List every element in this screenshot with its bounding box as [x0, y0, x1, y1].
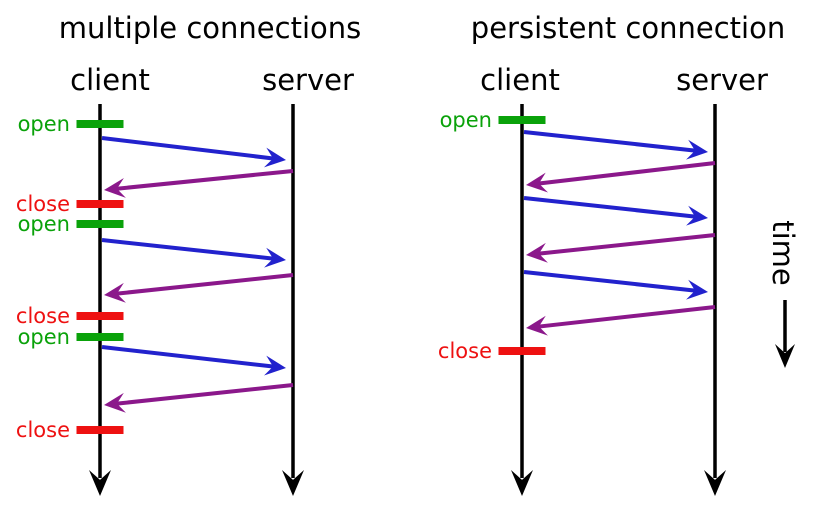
request-arrow-line: [523, 270, 696, 293]
close-marker-label: close: [16, 192, 70, 216]
request-arrow-line: [101, 345, 274, 369]
response-arrow-head: [526, 172, 549, 193]
close-marker-bar: [76, 200, 124, 208]
request-arrow-line: [523, 196, 696, 219]
close-marker-bar: [76, 426, 124, 434]
response-arrow-line: [116, 273, 294, 296]
open-marker-bar: [76, 333, 124, 341]
request-arrow-head: [264, 247, 286, 268]
request-arrow-head: [264, 355, 286, 376]
response-arrow-head: [104, 177, 126, 198]
client-lifeline-arrowhead: [89, 470, 111, 496]
server-lifeline-arrowhead: [704, 470, 726, 496]
left-client-label: client: [70, 63, 150, 97]
response-arrow-head: [526, 242, 548, 263]
open-marker-label: open: [18, 325, 70, 349]
request-arrow-line: [101, 238, 274, 261]
response-arrow-line: [116, 383, 294, 406]
request-arrow-line: [101, 136, 274, 161]
close-marker-bar: [498, 347, 546, 355]
open-marker-bar: [76, 220, 124, 228]
request-arrow-head: [263, 147, 286, 168]
left-server-label: server: [262, 63, 354, 97]
right-client-label: client: [480, 63, 560, 97]
response-arrow-head: [526, 315, 548, 336]
client-lifeline-arrowhead: [511, 470, 533, 496]
close-marker-label: close: [16, 304, 70, 328]
response-arrow-line: [538, 161, 716, 186]
response-arrow-head: [104, 282, 126, 303]
response-arrow-head: [104, 392, 126, 413]
close-marker-label: close: [16, 418, 70, 442]
response-arrow-line: [538, 305, 716, 329]
server-lifeline-arrowhead: [282, 470, 304, 496]
open-marker-bar: [498, 116, 546, 124]
close-marker-label: close: [438, 339, 492, 363]
open-marker-label: open: [18, 112, 70, 136]
close-marker-bar: [76, 312, 124, 320]
request-arrow-head: [686, 139, 708, 160]
open-marker-label: open: [440, 108, 492, 132]
request-arrow-head: [686, 279, 708, 300]
right-server-label: server: [676, 63, 768, 97]
right-diagram-title: persistent connection: [470, 11, 786, 45]
response-arrow-line: [538, 233, 716, 256]
request-arrow-line: [523, 130, 696, 153]
request-arrow-head: [686, 205, 708, 226]
time-arrow-head: [775, 344, 795, 368]
left-diagram-title: multiple connections: [58, 11, 362, 45]
open-marker-label: open: [18, 212, 70, 236]
open-marker-bar: [76, 120, 124, 128]
response-arrow-line: [116, 169, 294, 191]
